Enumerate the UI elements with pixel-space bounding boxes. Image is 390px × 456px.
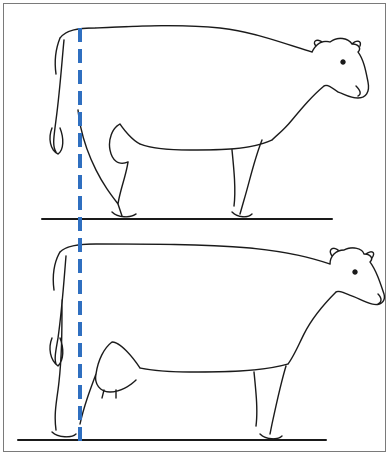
top-cow-front-leg [240,140,262,214]
bottom-cow-rump [53,252,60,290]
bottom-cow [18,244,384,440]
bottom-cow-front-hoof [260,434,282,439]
bottom-cow-teat-1 [102,390,104,398]
bottom-cow-neck-underline [288,292,336,364]
top-cow-muzzle [356,86,360,96]
top-cow-topline [60,26,312,52]
top-cow-eye [341,60,345,64]
top-cow-rump [55,38,60,74]
bottom-cow-front-leg-back [254,372,257,426]
top-cow-hind-leg [78,110,122,216]
bottom-cow-hind-leg-front [80,374,96,424]
top-cow-hind-hoof [112,212,136,217]
top-cow-front-hoof [232,212,252,217]
bottom-cow-topline [60,244,330,264]
top-cow [42,26,369,219]
bottom-cow-muzzle [378,294,381,304]
top-cow-udder [109,124,140,163]
top-cow-belly [140,140,272,150]
top-cow-front-leg-back [232,150,235,206]
bottom-cow-hind-hoof [52,432,76,437]
bottom-cow-eye [353,270,357,274]
bottom-cow-belly [140,364,288,372]
bottom-cow-head [330,248,384,305]
bottom-cow-front-leg [270,366,286,434]
bottom-cow-udder [96,342,140,392]
top-cow-hind-leg-front [118,162,128,204]
top-cow-neck-underline [272,86,324,140]
top-cow-tail-switch [50,128,63,154]
